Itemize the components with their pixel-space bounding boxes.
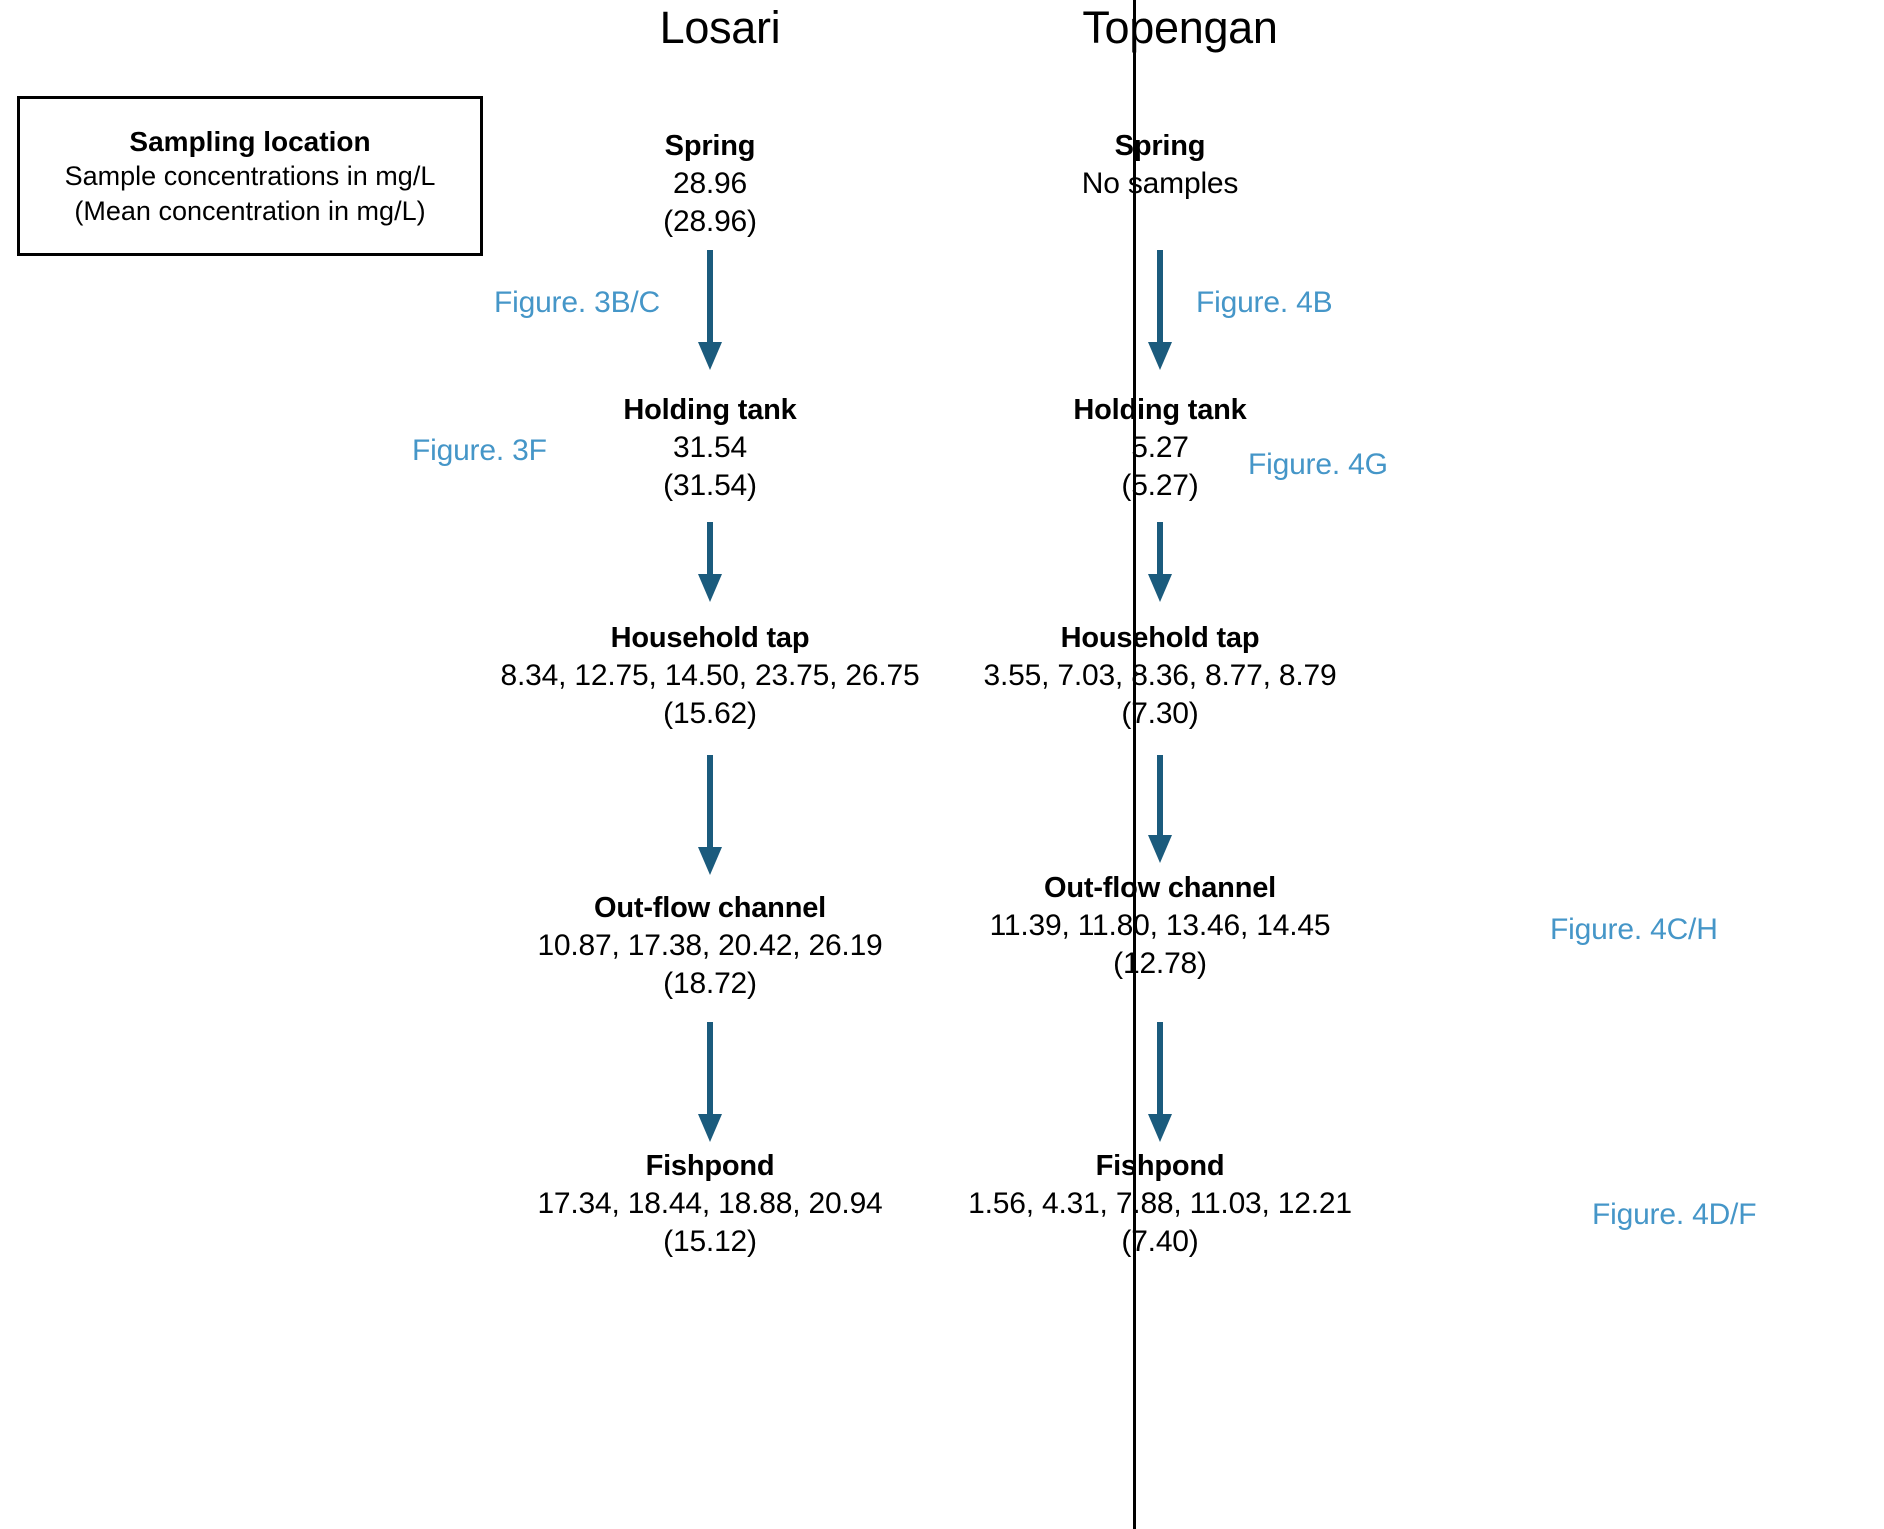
node-title: Out-flow channel [593,892,826,924]
node-topengan-fishpond: Fishpond 1.56, 4.31, 7.88, 11.03, 12.21 … [920,1148,1400,1261]
node-mean: (7.30) [1121,696,1199,730]
node-mean: (28.96) [663,204,757,238]
node-title: Holding tank [1073,394,1247,426]
node-samples: 31.54 [672,430,748,464]
legend-box: Sampling location Sample concentrations … [17,96,483,256]
figure-label-losari-3f: Figure. 3F [412,434,547,467]
figure-label-losari-3bc: Figure. 3B/C [494,286,660,319]
arrow-topengan-holding-tank-to-household-tap [1148,522,1172,602]
node-topengan-holding-tank: Holding tank 5.27 (5.27) [965,392,1355,505]
column-divider [1133,0,1136,1529]
node-samples: 1.56, 4.31, 7.88, 11.03, 12.21 [968,1186,1352,1220]
node-losari-outflow-channel: Out-flow channel 10.87, 17.38, 20.42, 26… [470,890,950,1003]
node-samples: 8.34, 12.75, 14.50, 23.75, 26.75 [500,658,920,692]
arrow-losari-outflow-channel-to-fishpond [698,1022,722,1142]
arrow-losari-household-tap-to-outflow-channel [698,755,722,875]
figure-label-topengan-4df: Figure. 4D/F [1592,1198,1757,1231]
node-mean: (12.78) [1113,946,1207,980]
column-header-losari: Losari [659,2,781,53]
node-mean: (5.27) [1121,468,1199,502]
node-mean: (7.40) [1121,1224,1199,1258]
node-samples: 17.34, 18.44, 18.88, 20.94 [537,1186,883,1220]
arrow-topengan-spring-to-holding-tank [1148,250,1172,370]
node-losari-fishpond: Fishpond 17.34, 18.44, 18.88, 20.94 (15.… [470,1148,950,1261]
node-topengan-spring: Spring No samples [965,128,1355,203]
arrow-topengan-outflow-channel-to-fishpond [1148,1022,1172,1142]
arrow-topengan-household-tap-to-outflow-channel [1148,755,1172,863]
node-title: Out-flow channel [1043,872,1276,904]
node-mean: (18.72) [663,966,757,1000]
figure-label-topengan-4b: Figure. 4B [1196,286,1333,319]
legend-mean-concentration-line: (Mean concentration in mg/L) [74,195,426,226]
column-header-topengan: Topengan [1082,2,1278,53]
node-samples: 10.87, 17.38, 20.42, 26.19 [537,928,883,962]
node-topengan-outflow-channel: Out-flow channel 11.39, 11.80, 13.46, 14… [920,870,1400,983]
node-losari-holding-tank: Holding tank 31.54 (31.54) [515,392,905,505]
legend-sample-concentration-line: Sample concentrations in mg/L [64,161,436,192]
node-samples: 11.39, 11.80, 13.46, 14.45 [989,908,1331,942]
node-mean: (31.54) [663,468,757,502]
node-samples: 5.27 [1131,430,1189,464]
arrow-losari-spring-to-holding-tank [698,250,722,370]
node-losari-spring: Spring 28.96 (28.96) [515,128,905,241]
node-title: Household tap [1060,622,1260,654]
node-title: Spring [664,130,756,162]
figure-label-topengan-4g: Figure. 4G [1248,448,1388,481]
node-title: Household tap [610,622,810,654]
arrow-losari-holding-tank-to-household-tap [698,522,722,602]
node-topengan-household-tap: Household tap 3.55, 7.03, 8.36, 8.77, 8.… [900,620,1420,733]
node-mean: (15.12) [663,1224,757,1258]
figure-label-topengan-4ch: Figure. 4C/H [1550,913,1718,946]
node-title: Fishpond [645,1150,775,1182]
node-title: Spring [1114,130,1206,162]
node-mean: (15.62) [663,696,757,730]
node-samples: No samples [1081,166,1239,200]
node-samples: 28.96 [672,166,748,200]
node-title: Holding tank [623,394,797,426]
node-samples: 3.55, 7.03, 8.36, 8.77, 8.79 [983,658,1337,692]
node-title: Fishpond [1095,1150,1225,1182]
node-losari-household-tap: Household tap 8.34, 12.75, 14.50, 23.75,… [450,620,970,733]
legend-title: Sampling location [129,125,371,157]
